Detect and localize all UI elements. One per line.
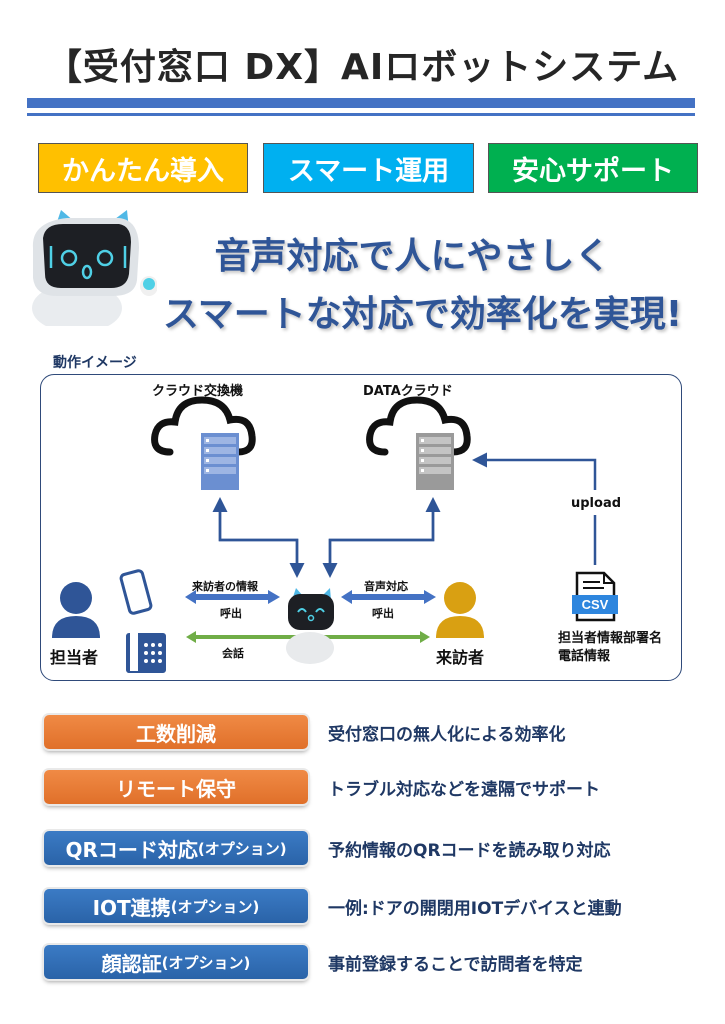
- conversation-label: 会話: [222, 647, 244, 660]
- tag-smart-operation: スマート運用: [263, 143, 474, 193]
- feature-desc-face-recognition: 事前登録することで訪問者を特定: [328, 955, 583, 975]
- feature-desc-iot: 一例:ドアの開閉用IOTデバイスと連動: [328, 899, 622, 919]
- feature-option-tag: (オプション): [197, 839, 287, 858]
- diagram-section-label: 動作イメージ: [53, 355, 137, 371]
- feature-label: 工数削減: [136, 721, 216, 746]
- page-title: 【受付窓口 DX】AIロボットシステム: [45, 47, 680, 88]
- tag-easy-setup: かんたん導入: [38, 143, 248, 193]
- headline-line-2: スマートな対応で効率化を実現!: [162, 294, 683, 335]
- data-cloud-label: DATAクラウド: [363, 384, 453, 399]
- headline-line-1: 音声対応で人にやさしく: [214, 236, 611, 277]
- diagram-frame: [40, 374, 682, 681]
- feature-button-reduce-workload: 工数削減: [44, 715, 308, 749]
- call-left-label: 呼出: [220, 607, 242, 620]
- call-right-label: 呼出: [372, 607, 394, 620]
- csv-desc-line-2: 電話情報: [558, 649, 611, 664]
- feature-desc-remote-maintenance: トラブル対応などを遠隔でサポート: [328, 780, 600, 800]
- tag-secure-support: 安心サポート: [488, 143, 698, 193]
- robot-hero-image: [32, 210, 157, 326]
- feature-option-tag: (オプション): [161, 953, 251, 972]
- feature-desc-reduce-workload: 受付窓口の無人化による効率化: [328, 725, 566, 745]
- feature-label: QRコード対応: [65, 837, 198, 862]
- staff-label: 担当者: [50, 648, 99, 667]
- feature-button-remote-maintenance: リモート保守: [44, 770, 308, 804]
- feature-button-face-recognition: 顔認証(オプション): [44, 945, 308, 979]
- title-rule-thin: [27, 113, 695, 116]
- visitor-label: 来訪者: [436, 648, 485, 667]
- feature-button-qr-code: QRコード対応(オプション): [44, 831, 308, 865]
- feature-desc-qr-code: 予約情報のQRコードを読み取り対応: [328, 841, 611, 861]
- robot-screen: [43, 224, 131, 288]
- voice-response-label: 音声対応: [364, 580, 408, 593]
- csv-desc-line-1: 担当者情報部署名: [558, 631, 663, 646]
- title-rule-thick: [27, 98, 695, 108]
- feature-option-tag: (オプション): [170, 897, 260, 916]
- cloud-exchange-label: クラウド交換機: [152, 384, 244, 399]
- feature-label: 顔認証: [101, 951, 162, 976]
- feature-label: リモート保守: [116, 776, 236, 801]
- feature-button-iot: IOT連携(オプション): [44, 889, 308, 923]
- feature-label: IOT連携: [92, 895, 171, 920]
- upload-label: upload: [571, 496, 622, 511]
- visitor-info-label: 来訪者の情報: [192, 580, 258, 593]
